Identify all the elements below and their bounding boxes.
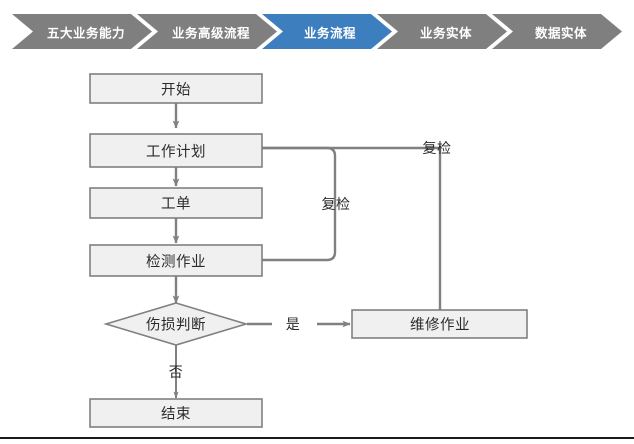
breadcrumb-chevron-0[interactable] <box>12 14 152 49</box>
node-end[interactable] <box>89 398 263 428</box>
edge-repair-to-plan-recheck <box>190 146 442 313</box>
node-decide[interactable] <box>103 302 249 346</box>
node-order[interactable] <box>89 187 263 219</box>
breadcrumb-chevron-4[interactable] <box>492 14 622 49</box>
breadcrumb-shapes <box>12 14 622 49</box>
node-start[interactable] <box>89 73 263 104</box>
breadcrumb-chevron-1[interactable] <box>137 14 277 49</box>
node-inspect[interactable] <box>89 244 263 277</box>
breadcrumb-chevron-2[interactable] <box>262 14 392 49</box>
node-repair[interactable] <box>351 309 528 339</box>
node-plan[interactable] <box>89 133 263 168</box>
breadcrumb-chevron-3[interactable] <box>377 14 507 49</box>
